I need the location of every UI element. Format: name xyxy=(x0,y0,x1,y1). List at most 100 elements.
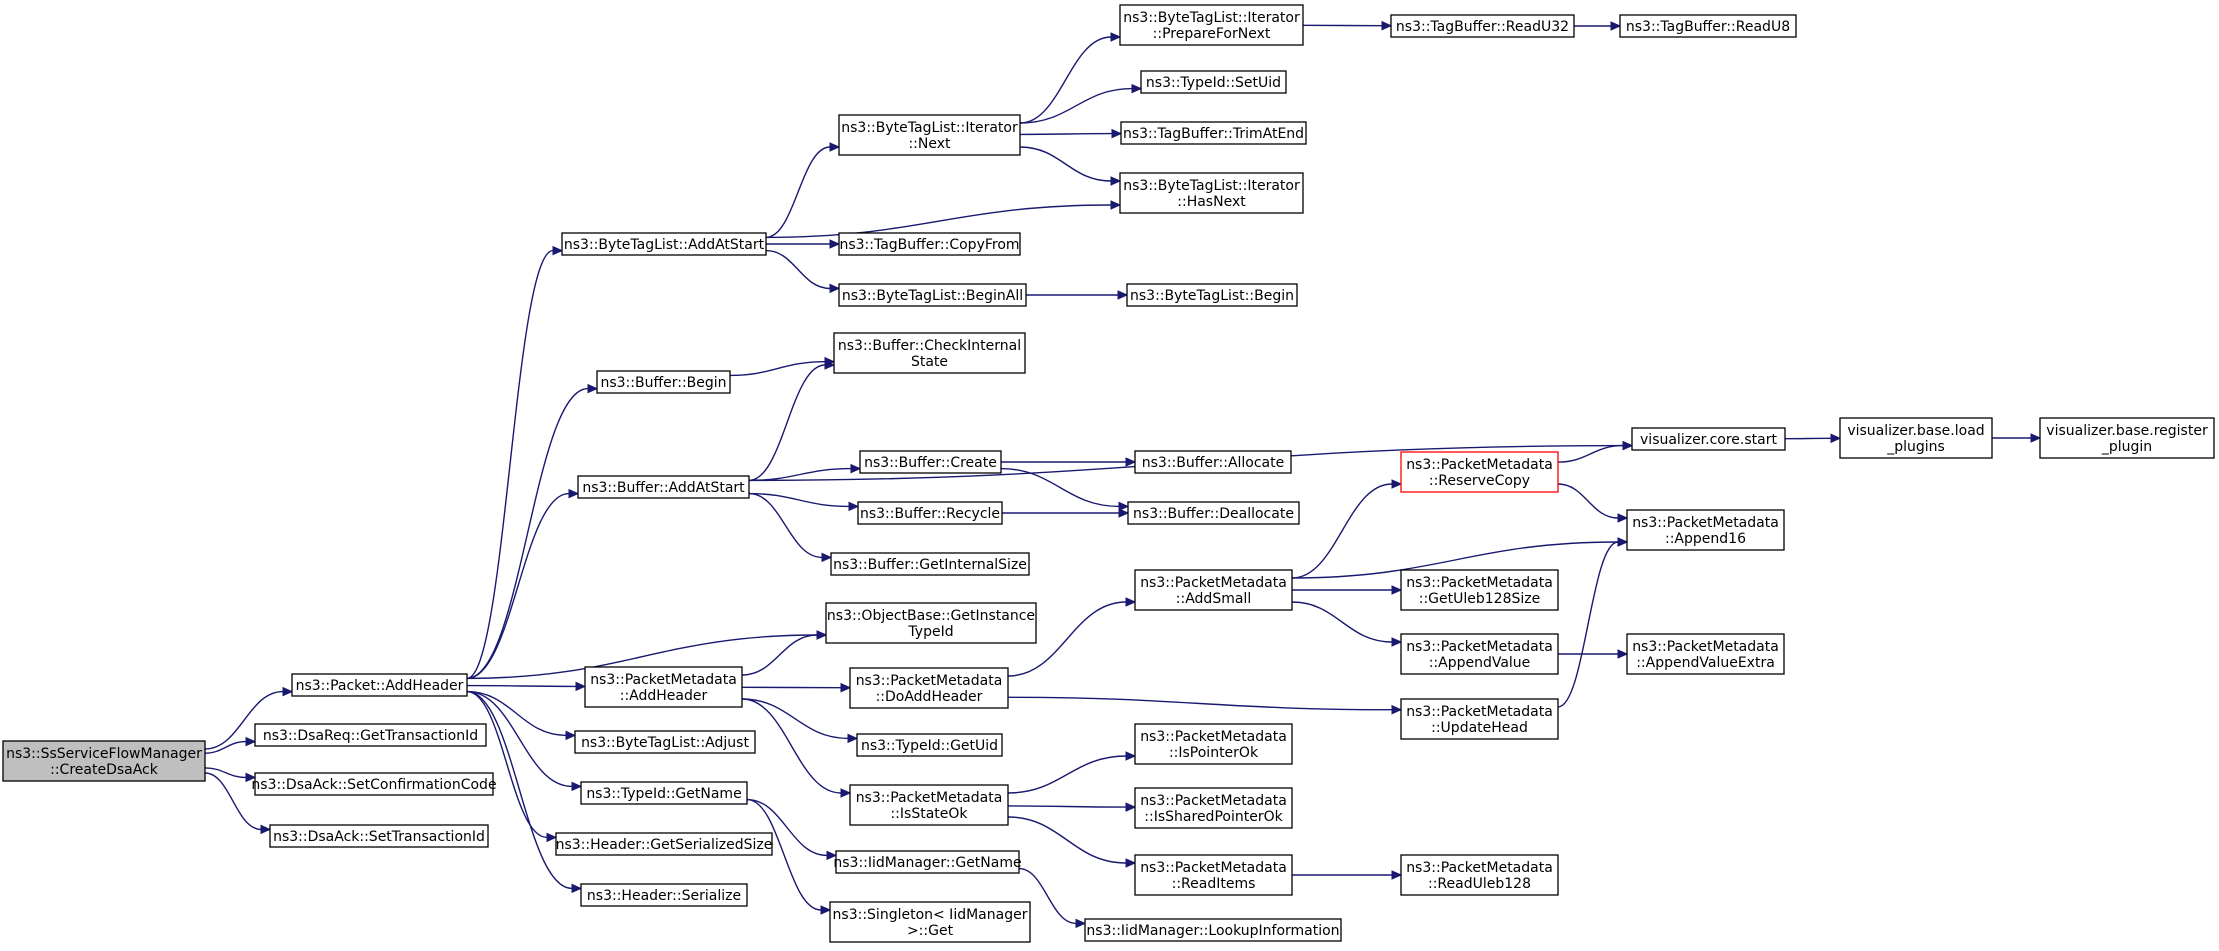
node-dsaack-setconf[interactable]: ns3::DsaAck::SetConfirmationCode xyxy=(251,772,497,796)
node-root[interactable]: ns3::SsServiceFlowManager::CreateDsaAck xyxy=(2,740,206,782)
edge-line xyxy=(1557,541,1619,708)
node-tb-copyfrom[interactable]: ns3::TagBuffer::CopyFrom xyxy=(838,232,1021,256)
edge-arrowhead xyxy=(1617,513,1629,523)
node-typeid-getuid[interactable]: ns3::TypeId::GetUid xyxy=(856,733,1003,757)
node-typeid-setuid[interactable]: ns3::TypeId::SetUid xyxy=(1140,70,1287,94)
edge-arrowhead xyxy=(587,383,599,394)
node-box xyxy=(856,733,1003,757)
edge-arrowhead xyxy=(1125,457,1137,467)
node-label: ns3::PacketMetadata xyxy=(856,790,1003,806)
edge-addheader-to-hdr-getsize xyxy=(466,690,558,843)
node-pm-appendvalueextra[interactable]: ns3::PacketMetadata::AppendValueExtra xyxy=(1626,633,1785,675)
edge-arrowhead xyxy=(546,832,558,843)
edge-pm-isstateok-to-pm-ispointerok xyxy=(1007,751,1137,794)
node-label: ns3::PacketMetadata xyxy=(590,672,737,688)
node-box xyxy=(1400,854,1559,896)
node-label: ns3::ObjectBase::GetInstance xyxy=(827,608,1035,624)
node-label: >::Get xyxy=(907,923,954,939)
node-label: ns3::PacketMetadata xyxy=(1406,575,1553,591)
edge-root-to-addheader xyxy=(204,686,294,750)
node-vis-base-registerplugin[interactable]: visualizer.base.register_plugin xyxy=(2039,417,2215,459)
edge-root-to-dsareq-gettid xyxy=(204,736,257,754)
node-box xyxy=(1119,4,1304,46)
node-tb-trimatend[interactable]: ns3::TagBuffer::TrimAtEnd xyxy=(1120,121,1307,145)
node-vis-core-start[interactable]: visualizer.core.start xyxy=(1631,427,1786,451)
node-buf-getinternalsize[interactable]: ns3::Buffer::GetInternalSize xyxy=(830,552,1030,576)
node-pm-readitems[interactable]: ns3::PacketMetadata::ReadItems xyxy=(1134,854,1293,896)
node-pm-getuleb128size[interactable]: ns3::PacketMetadata::GetUleb128Size xyxy=(1400,569,1559,611)
node-box xyxy=(577,475,750,499)
node-buf-recycle[interactable]: ns3::Buffer::Recycle xyxy=(857,501,1003,525)
node-pm-doaddheader[interactable]: ns3::PacketMetadata::DoAddHeader xyxy=(849,667,1009,709)
node-pm-ispointerok[interactable]: ns3::PacketMetadata::IsPointerOk xyxy=(1134,723,1293,765)
node-box xyxy=(1400,451,1559,493)
node-pm-issharedpointerok[interactable]: ns3::PacketMetadata::IsSharedPointerOk xyxy=(1134,787,1293,829)
node-box xyxy=(1839,417,1993,459)
edge-addheader-to-buf-addatstart xyxy=(466,488,580,680)
node-typeid-getname[interactable]: ns3::TypeId::GetName xyxy=(580,781,748,805)
node-pm-append16[interactable]: ns3::PacketMetadata::Append16 xyxy=(1626,509,1785,551)
node-box xyxy=(580,883,748,907)
edge-arrowhead xyxy=(848,501,860,512)
node-label: ns3::IidManager::LookupInformation xyxy=(1086,923,1339,939)
node-box xyxy=(1134,569,1293,611)
node-box xyxy=(1134,787,1293,829)
node-pm-addheader[interactable]: ns3::PacketMetadata::AddHeader xyxy=(584,666,743,708)
node-box xyxy=(1084,918,1342,942)
edge-arrowhead xyxy=(1622,440,1634,451)
edge-btl-addatstart-to-btli-hasnext xyxy=(765,200,1122,239)
node-buf-addatstart[interactable]: ns3::Buffer::AddAtStart xyxy=(577,475,750,499)
node-label: ns3::Buffer::AddAtStart xyxy=(582,480,745,496)
edge-line xyxy=(1557,483,1619,519)
node-singleton-get[interactable]: ns3::Singleton< IidManager >::Get xyxy=(829,901,1031,943)
node-pm-updatehead[interactable]: ns3::PacketMetadata::UpdateHead xyxy=(1400,698,1559,740)
node-iid-lookupinfo[interactable]: ns3::IidManager::LookupInformation xyxy=(1084,918,1342,942)
node-tb-readu8[interactable]: ns3::TagBuffer::ReadU8 xyxy=(1619,14,1797,38)
node-buf-deallocate[interactable]: ns3::Buffer::Deallocate xyxy=(1127,501,1300,525)
node-label: ns3::Singleton< IidManager xyxy=(833,907,1028,923)
node-pm-isstateok[interactable]: ns3::PacketMetadata::IsStateOk xyxy=(849,784,1009,826)
node-btl-addatstart[interactable]: ns3::ByteTagList::AddAtStart xyxy=(561,232,767,256)
node-buf-create[interactable]: ns3::Buffer::Create xyxy=(859,450,1002,474)
node-box xyxy=(1400,569,1559,611)
edge-arrowhead xyxy=(820,905,832,915)
node-pm-addsmall[interactable]: ns3::PacketMetadata::AddSmall xyxy=(1134,569,1293,611)
node-label: ::AddSmall xyxy=(1176,591,1251,607)
node-btl-adjust[interactable]: ns3::ByteTagList::Adjust xyxy=(574,730,756,754)
edge-line xyxy=(741,698,842,794)
node-box xyxy=(1626,509,1785,551)
node-buf-allocate[interactable]: ns3::Buffer::Allocate xyxy=(1134,450,1292,474)
node-dsareq-gettid[interactable]: ns3::DsaReq::GetTransactionId xyxy=(254,723,487,747)
node-vis-base-loadplugins[interactable]: visualizer.base.load_plugins xyxy=(1839,417,1993,459)
node-btl-beginall[interactable]: ns3::ByteTagList::BeginAll xyxy=(838,283,1027,307)
node-iid-getname[interactable]: ns3::IidManager::GetName xyxy=(833,850,1022,874)
edge-arrowhead xyxy=(1391,479,1403,489)
edge-pm-reservecopy-to-vis-core-start xyxy=(1557,440,1634,463)
edge-line xyxy=(466,387,589,680)
edge-line xyxy=(741,698,849,740)
node-pm-appendvalue[interactable]: ns3::PacketMetadata::AppendValue xyxy=(1400,633,1559,675)
node-addheader[interactable]: ns3::Packet::AddHeader xyxy=(291,673,468,697)
edge-line xyxy=(1019,146,1112,182)
edge-arrowhead xyxy=(2030,433,2042,443)
node-btli-hasnext[interactable]: ns3::ByteTagList::Iterator::HasNext xyxy=(1119,172,1304,214)
edge-line xyxy=(466,690,548,839)
node-btli-next[interactable]: ns3::ByteTagList::Iterator::Next xyxy=(838,114,1021,156)
node-btli-preparefornext[interactable]: ns3::ByteTagList::Iterator::PrepareForNe… xyxy=(1119,4,1304,46)
edge-addheader-to-buf-begin xyxy=(466,383,599,680)
node-pm-readuleb128[interactable]: ns3::PacketMetadata::ReadUleb128 xyxy=(1400,854,1559,896)
node-pm-reservecopy[interactable]: ns3::PacketMetadata::ReserveCopy xyxy=(1400,451,1559,493)
edge-arrowhead xyxy=(1125,858,1137,868)
node-label: ns3::PacketMetadata xyxy=(1632,639,1779,655)
node-tb-readu32[interactable]: ns3::TagBuffer::ReadU32 xyxy=(1390,14,1575,38)
node-btl-begin[interactable]: ns3::ByteTagList::Begin xyxy=(1126,283,1298,307)
node-buf-begin[interactable]: ns3::Buffer::Begin xyxy=(596,370,731,394)
node-dsaack-settid[interactable]: ns3::DsaAck::SetTransactionId xyxy=(269,824,489,848)
node-hdr-getsize[interactable]: ns3::Header::GetSerializedSize xyxy=(555,832,773,856)
edge-arrowhead xyxy=(829,283,841,294)
node-label: ns3::PacketMetadata xyxy=(1406,704,1553,720)
node-hdr-serialize[interactable]: ns3::Header::Serialize xyxy=(580,883,748,907)
